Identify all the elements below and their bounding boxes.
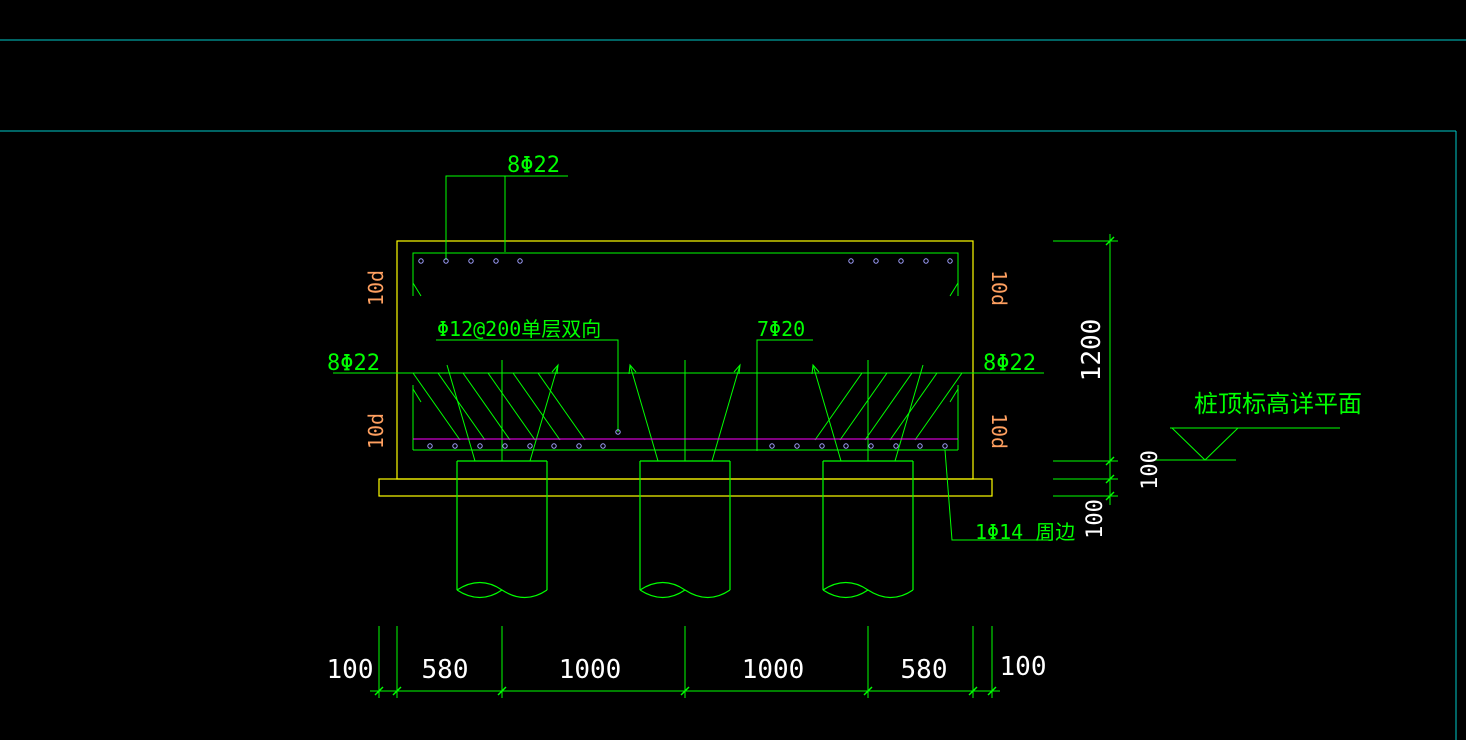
pile-cap-outline [378,240,993,497]
dim-h-2: 1000 [559,655,622,685]
label-elevation-title: 桩顶标高详平面 [1194,390,1362,418]
label-perimeter-bar: 1Φ14 周边 [975,520,1075,544]
dimension-lines [370,234,1340,698]
label-side-right: 8Φ22 [983,351,1036,376]
drawing-frame [0,39,1466,740]
label-side-left: 8Φ22 [327,351,380,376]
pile-left [456,460,548,599]
anchorage-top-left: 10d [364,270,388,306]
pile-middle [639,460,731,599]
dim-v-cushion: 100 [1083,499,1108,539]
anchorage-top-right: 10d [987,270,1011,306]
label-top-bars: 8Φ22 [507,153,560,178]
pile-right [822,460,914,599]
dim-v-height: 1200 [1077,319,1107,382]
anchorage-bottom-right: 10d [987,413,1011,449]
label-mesh: Φ12@200单层双向 [437,317,601,341]
piles [456,460,914,599]
dim-h-3: 1000 [742,655,805,685]
dim-h-0: 100 [327,655,374,685]
rebar-lines [333,175,1053,541]
dim-h-1: 580 [422,655,469,685]
dim-h-4: 580 [901,655,948,685]
label-middle-bars: 7Φ20 [757,317,805,341]
anchorage-bottom-left: 10d [364,413,388,449]
dim-h-5: 100 [1000,652,1047,682]
dim-v-embed: 100 [1138,450,1163,490]
rebar-dots [418,258,953,449]
